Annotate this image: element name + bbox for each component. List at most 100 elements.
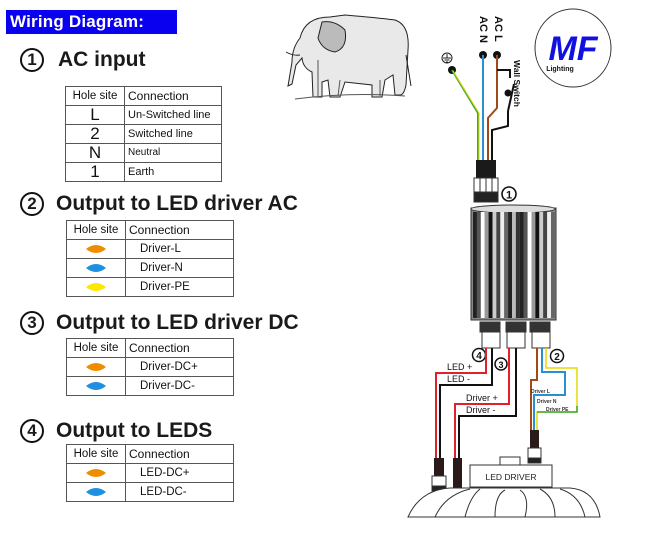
heat-sink-fin — [531, 212, 536, 318]
led-minus-label: LED - — [447, 374, 470, 384]
input-cable-sheath — [476, 160, 496, 178]
hole-color-cell — [66, 482, 126, 502]
heat-sink-fin — [484, 212, 489, 318]
led-cable-sheath — [434, 458, 444, 476]
input-wires — [451, 55, 509, 160]
wall-switch-icon — [497, 69, 515, 112]
yellow-hole-marker-icon — [86, 282, 106, 291]
driver-pe-wire — [536, 348, 578, 430]
leds-table: Hole site Connection LED-DC+ LED-DC- — [66, 444, 234, 502]
heat-sink-fin — [527, 212, 532, 318]
high-bay-lamp-dome — [407, 487, 601, 518]
driver-l-wire — [530, 348, 538, 430]
port-3-marker — [494, 357, 508, 371]
connection-cell: LED-DC- — [125, 482, 234, 502]
ac-l-label: AC L — [492, 16, 504, 42]
table-row: LED-DC- — [66, 482, 234, 502]
header-connection: Connection — [125, 220, 234, 240]
connection-cell: Driver-DC- — [125, 376, 234, 396]
driver-pe-label: Driver PE — [546, 407, 569, 413]
connection-cell: Earth — [124, 162, 222, 182]
port-4-label: 4 — [476, 351, 482, 362]
heat-sink-fin — [480, 212, 485, 318]
table-header-row: Hole site Connection — [66, 338, 234, 358]
heat-sink-fin — [492, 212, 497, 318]
table-row: Driver-PE — [66, 277, 234, 297]
orange-hole-marker-icon — [86, 244, 106, 253]
heat-sink-fin — [473, 212, 477, 318]
table-header-row: Hole site Connection — [66, 220, 234, 240]
header-hole-site: Hole site — [66, 338, 126, 358]
heat-sink-fin — [496, 212, 501, 318]
connection-cell: Driver-L — [125, 239, 234, 259]
section-number: 4 — [20, 419, 44, 444]
switched-wire — [491, 111, 509, 160]
led-minus-wire — [439, 348, 493, 460]
heat-sink-fin — [500, 212, 505, 318]
header-hole-site: Hole site — [65, 86, 125, 106]
driver-ac-table: Hole site Connection Driver-L Driver-N D… — [66, 220, 234, 297]
ac-n-label: AC N — [477, 16, 489, 43]
blue-hole-marker-icon — [86, 381, 106, 390]
table-row: Driver-L — [66, 239, 234, 259]
table-header-row: Hole site Connection — [66, 444, 234, 464]
blue-hole-marker-icon — [86, 487, 106, 496]
earth-wire — [451, 69, 479, 160]
hole-color-cell — [66, 277, 126, 297]
connection-cell: LED-DC+ — [125, 463, 234, 483]
logo-mf-text: MF — [548, 30, 598, 68]
led-plus-wire — [435, 348, 487, 460]
driver-plus-label: Driver + — [466, 393, 498, 403]
elephant-illustration-icon — [285, 14, 412, 100]
heat-sink-fin — [476, 212, 481, 318]
wiring-diagram-banner: Wiring Diagram: — [6, 10, 177, 34]
heat-sink-fin — [535, 212, 540, 318]
driver-dc-table: Hole site Connection Driver-DC+ Driver-D… — [66, 338, 234, 396]
driver-minus-label: Driver - — [466, 405, 496, 415]
driver-plus-wire — [454, 348, 510, 460]
heat-sink-fin — [551, 212, 555, 318]
port-1-marker — [501, 186, 517, 202]
section-number: 1 — [20, 48, 44, 73]
port-3-label: 3 — [498, 360, 503, 370]
output-glands — [479, 321, 551, 349]
driver-n-wire — [533, 348, 566, 430]
port-1-label: 1 — [506, 190, 512, 202]
heat-sink-fin — [512, 212, 516, 318]
table-row: LED-DC+ — [66, 463, 234, 483]
driver-n-label: Driver N — [537, 399, 557, 405]
heat-sink-fin — [539, 212, 544, 318]
heat-sink-fin — [543, 212, 548, 318]
driver-ac-cable-sheath — [530, 430, 539, 448]
controller-housing — [470, 204, 557, 321]
heat-sink-fin — [515, 212, 520, 318]
section-title-text: Output to LEDS — [56, 419, 213, 442]
heat-sink-fin — [488, 212, 493, 318]
port-2-label: 2 — [554, 352, 560, 363]
output-wires — [435, 348, 578, 460]
port-2-marker — [549, 348, 565, 364]
mf-lighting-logo: MF Lighting — [534, 8, 612, 88]
section-title-leds: 4 Output to LEDS — [20, 419, 213, 444]
heat-sink-fin — [508, 212, 512, 318]
led-driver-box — [469, 456, 553, 488]
header-connection: Connection — [125, 444, 234, 464]
input-cable-gland — [473, 177, 499, 203]
table-row: Driver-DC- — [66, 376, 234, 396]
earth-wire-stripe — [452, 70, 480, 160]
heat-sink-fin — [523, 212, 528, 318]
driver-pe-wire-green — [537, 406, 578, 413]
connection-cell: Driver-PE — [125, 277, 234, 297]
section-title-text: AC input — [58, 48, 146, 71]
hole-color-cell — [66, 376, 126, 396]
heat-sink-fin — [547, 212, 551, 318]
section-title-text: Output to LED driver DC — [56, 311, 299, 334]
blue-hole-marker-icon — [86, 263, 106, 272]
header-hole-site: Hole site — [66, 444, 126, 464]
wall-switch-label: Wall Switch — [512, 60, 522, 107]
heat-sink-fin — [504, 212, 509, 318]
